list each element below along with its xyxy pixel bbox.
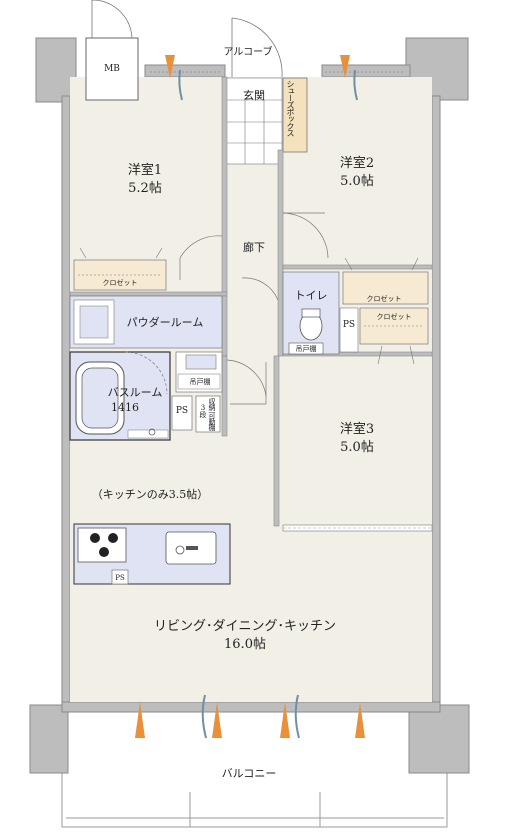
storage-label: 収納: [208, 398, 216, 410]
mb-label: MB: [104, 64, 120, 74]
bathroom-name: バスルーム: [107, 386, 163, 399]
closet1-label: クロゼット: [102, 279, 138, 287]
hanging-shelf-area: [175, 351, 223, 393]
shoes-box: [282, 77, 308, 153]
shoes-box-label: シューズボックス: [286, 80, 295, 136]
interior-walls: [69, 76, 433, 527]
balcony-label: バルコニー: [221, 767, 277, 780]
western2-size: 5.0帖: [340, 174, 374, 189]
western2-name: 洋室2: [339, 156, 375, 171]
ps-kitchen-label: PS: [115, 574, 125, 582]
genkan-tiles: [225, 77, 283, 165]
closet-2-3: [342, 257, 429, 365]
western1-size: 5.2帖: [128, 181, 162, 196]
kitchen-counter: [73, 523, 231, 585]
western3-name: 洋室3: [339, 422, 375, 437]
ps-bath-label: PS: [175, 406, 189, 416]
toilet-shelf-label: 吊戸棚: [295, 345, 317, 353]
meter-box: [85, 0, 139, 101]
hanging-shelf-label: 吊戸棚: [189, 378, 211, 386]
kitchen-only-label: （キッチンのみ3.5帖）: [91, 488, 209, 501]
ldk-size: 16.0帖: [224, 637, 266, 652]
window-vents-top: [150, 55, 405, 101]
western3-size: 5.0帖: [340, 440, 374, 455]
ps-toilet-label: PS: [342, 320, 356, 330]
western1-name: 洋室1: [127, 163, 163, 178]
entrance-door: [231, 17, 283, 78]
closet-1: [73, 247, 167, 291]
structural-walls: [29, 37, 470, 774]
ldk-name: リビング･ダイニング･キッチン: [153, 619, 336, 634]
bathroom: [69, 351, 171, 441]
powder-room: [69, 295, 223, 349]
closet-strip-3: [282, 524, 433, 532]
toilet-label: トイレ: [294, 289, 328, 302]
interior-doors: [179, 212, 329, 405]
corridor-label: 廊下: [243, 241, 265, 254]
window-vents-bottom: [135, 694, 365, 739]
powder-room-label: パウダールーム: [126, 316, 204, 329]
closet2-label: クロゼット: [366, 295, 402, 303]
storage-box: [195, 395, 221, 433]
shelf-count-label: 3段: [199, 404, 207, 417]
ps-bath-box: [171, 395, 193, 431]
ps-kitchen-box: [111, 569, 129, 585]
closet3-label: クロゼット: [376, 313, 412, 321]
genkan-label: 玄関: [243, 89, 265, 102]
bathroom-size: 1416: [111, 401, 139, 414]
toilet-room: [282, 271, 359, 355]
alcove-label: アルコーブ: [223, 47, 273, 58]
movable-shelf-label: 可動棚: [208, 412, 216, 430]
